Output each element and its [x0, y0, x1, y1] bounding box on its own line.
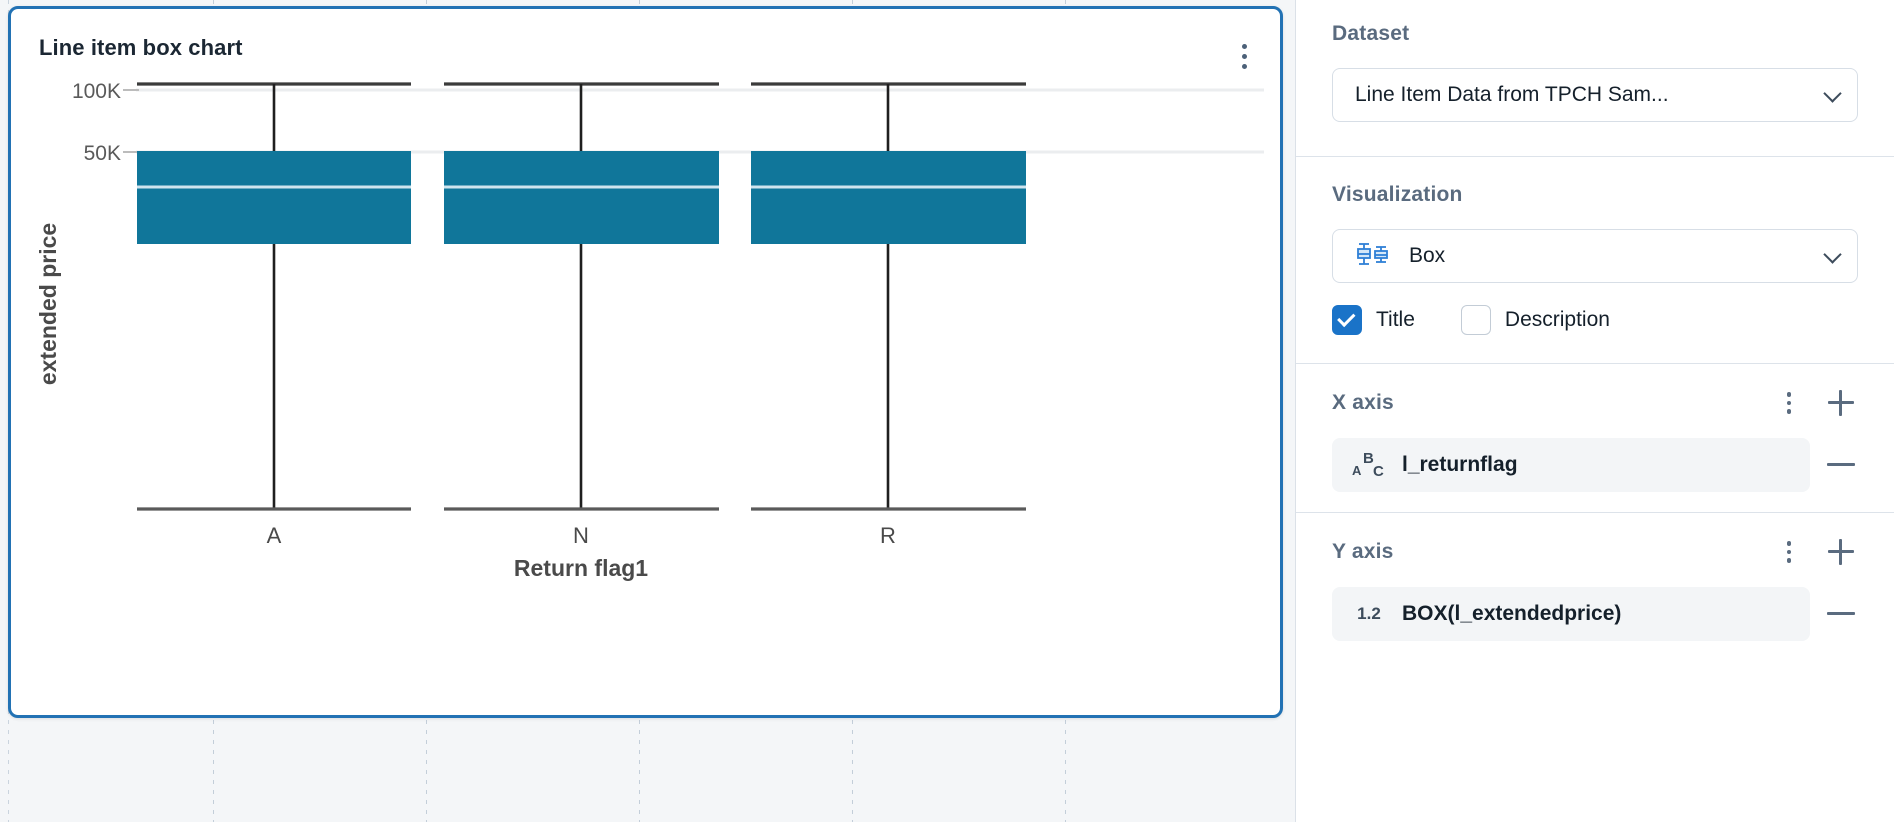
section-divider	[1296, 512, 1894, 513]
chevron-down-icon	[1823, 84, 1842, 103]
section-divider	[1296, 363, 1894, 364]
y-axis-menu-icon[interactable]	[1772, 535, 1806, 569]
box-group-A: A	[137, 82, 411, 548]
dataset-section-label: Dataset	[1332, 22, 1410, 45]
dataset-select[interactable]: Line Item Data from TPCH Sam...	[1332, 68, 1858, 122]
title-checkbox[interactable]	[1332, 305, 1362, 335]
box-group-N: N	[444, 82, 719, 548]
y-axis-add-icon[interactable]	[1824, 535, 1858, 569]
chart-title: Line item box chart	[39, 35, 243, 60]
box-plot: 100K 50K extended price A	[11, 9, 1280, 715]
x-axis-header: X axis	[1332, 386, 1858, 420]
y-axis-header: Y axis	[1332, 535, 1858, 569]
x-axis-menu-icon[interactable]	[1772, 386, 1806, 420]
x-tick-label: N	[573, 523, 589, 548]
x-tick-label: R	[880, 523, 896, 548]
box-group-R: R	[751, 82, 1026, 548]
y-axis-label: Y axis	[1332, 540, 1394, 563]
y-tick-label: 50K	[84, 142, 121, 165]
dashboard-canvas: Line item box chart 100K 50K extended pr…	[0, 0, 1295, 822]
title-checkbox-label: Title	[1376, 308, 1415, 331]
x-axis-remove-icon[interactable]	[1824, 448, 1858, 482]
x-axis-label: X axis	[1332, 391, 1394, 414]
y-axis-remove-icon[interactable]	[1824, 597, 1858, 631]
visualization-select[interactable]: Box	[1332, 229, 1858, 283]
visualization-toggles: Title Description	[1332, 305, 1858, 335]
section-divider	[1296, 156, 1894, 157]
chart-card[interactable]: Line item box chart 100K 50K extended pr…	[8, 6, 1283, 718]
y-axis-field-row: 1.2 BOX(l_extendedprice)	[1332, 587, 1858, 641]
x-axis-add-icon[interactable]	[1824, 386, 1858, 420]
description-checkbox[interactable]	[1460, 305, 1491, 335]
chevron-down-icon	[1823, 245, 1842, 264]
y-axis-field-name: BOX(l_extendedprice)	[1402, 602, 1622, 625]
x-axis-field-name: l_returnflag	[1402, 453, 1518, 476]
box-plot-icon	[1355, 241, 1395, 271]
y-tick-label: 100K	[72, 80, 121, 103]
description-checkbox-label: Description	[1504, 308, 1610, 331]
x-axis-title: Return flag1	[514, 555, 648, 581]
config-panel: Dataset Line Item Data from TPCH Sam... …	[1295, 0, 1894, 822]
y-axis-field[interactable]: 1.2 BOX(l_extendedprice)	[1332, 587, 1810, 641]
dataset-select-value: Line Item Data from TPCH Sam...	[1355, 83, 1669, 106]
chart-menu-icon[interactable]	[1230, 39, 1258, 73]
visualization-section-label: Visualization	[1332, 183, 1463, 206]
x-tick-label: A	[267, 523, 282, 548]
y-axis-title: extended price	[35, 223, 61, 385]
visualization-select-value: Box	[1409, 244, 1446, 267]
number-type-icon: 1.2	[1357, 604, 1381, 623]
